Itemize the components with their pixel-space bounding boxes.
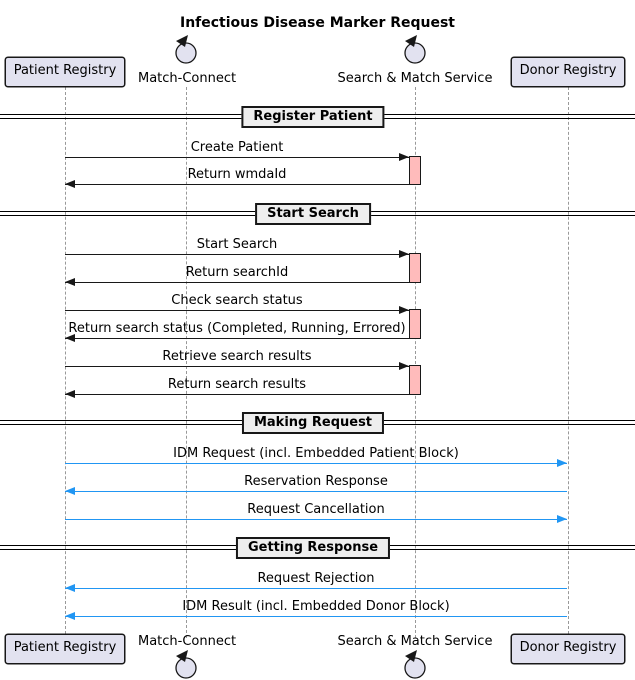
message-reservation-response: Reservation Response xyxy=(65,474,567,496)
activation-bar xyxy=(409,365,421,395)
arrow-left xyxy=(65,612,567,620)
control-icon xyxy=(173,649,199,679)
participant-donor-registry-bottom: Donor Registry xyxy=(511,634,625,664)
participant-match-connect-top: Match-Connect xyxy=(138,71,237,86)
participant-patient-registry-bottom: Patient Registry xyxy=(5,634,125,664)
divider-label: Getting Response xyxy=(235,537,391,559)
participant-donor-registry-top: Donor Registry xyxy=(511,57,625,87)
message-idm-result: IDM Result (incl. Embedded Donor Block) xyxy=(65,599,567,621)
message-return-search-results: Return search results xyxy=(65,377,409,399)
message-return-search-status: Return search status (Completed, Running… xyxy=(65,321,409,343)
arrow-right xyxy=(65,306,409,314)
arrow-left xyxy=(65,334,409,342)
control-icon xyxy=(402,34,428,64)
arrow-right xyxy=(65,153,409,161)
divider-label: Start Search xyxy=(255,203,371,225)
arrow-right xyxy=(65,362,409,370)
participant-patient-registry-top: Patient Registry xyxy=(5,57,125,87)
activation-bar xyxy=(409,253,421,283)
divider-label: Making Request xyxy=(241,412,385,434)
lifeline-donor-registry xyxy=(568,87,569,634)
divider-making-request: Making Request xyxy=(0,412,635,434)
arrow-right xyxy=(65,515,567,523)
activation-bar xyxy=(409,309,421,339)
control-icon xyxy=(173,34,199,64)
message-retrieve-search-results: Retrieve search results xyxy=(65,349,409,371)
arrow-left xyxy=(65,180,409,188)
diagram-title: Infectious Disease Marker Request xyxy=(179,15,456,31)
message-create-patient: Create Patient xyxy=(65,140,409,162)
divider-register-patient: Register Patient xyxy=(0,106,635,128)
message-idm-request: IDM Request (incl. Embedded Patient Bloc… xyxy=(65,446,567,468)
message-return-wmdaid: Return wmdaId xyxy=(65,167,409,189)
participant-match-connect-bottom: Match-Connect xyxy=(138,634,237,649)
control-icon xyxy=(402,649,428,679)
participant-search-match-service-bottom: Search & Match Service xyxy=(337,634,493,649)
arrow-right xyxy=(65,459,567,467)
message-check-search-status: Check search status xyxy=(65,293,409,315)
lifeline-match-connect xyxy=(186,87,187,638)
activation-bar xyxy=(409,156,421,185)
lifeline-patient-registry xyxy=(65,87,66,634)
divider-start-search: Start Search xyxy=(0,203,635,225)
lifeline-search-match-service xyxy=(415,87,416,638)
message-start-search: Start Search xyxy=(65,237,409,259)
arrow-left xyxy=(65,487,567,495)
participant-search-match-service-top: Search & Match Service xyxy=(337,71,493,86)
arrow-left xyxy=(65,390,409,398)
arrow-left xyxy=(65,278,409,286)
arrow-right xyxy=(65,250,409,258)
message-request-cancellation: Request Cancellation xyxy=(65,502,567,524)
message-request-rejection: Request Rejection xyxy=(65,571,567,593)
arrow-left xyxy=(65,584,567,592)
message-return-searchid: Return searchId xyxy=(65,265,409,287)
divider-label: Register Patient xyxy=(241,106,385,128)
divider-getting-response: Getting Response xyxy=(0,537,635,559)
